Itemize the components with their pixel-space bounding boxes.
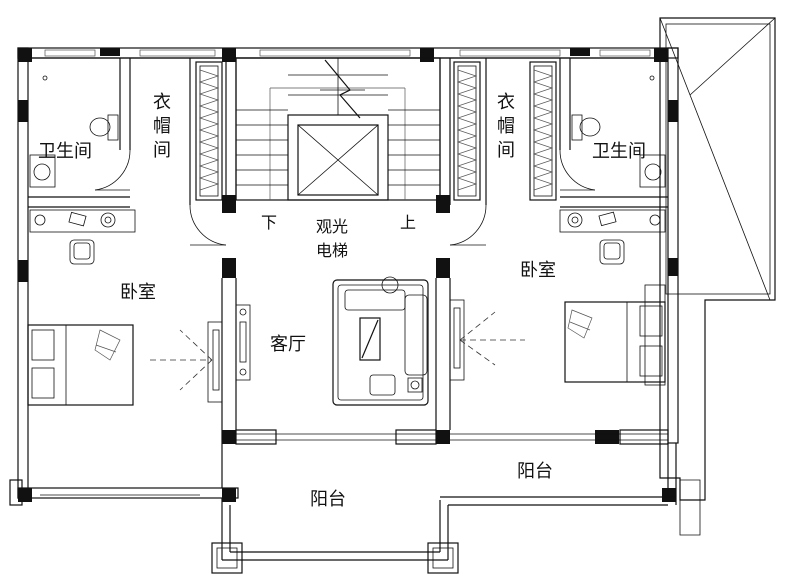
label-bedroom-left: 卧室 [120, 282, 156, 303]
doors [94, 149, 596, 246]
label-bath-right: 卫生间 [592, 141, 646, 162]
windows-top [44, 49, 651, 57]
balcony-railings [211, 443, 677, 574]
wardrobe-right-closet-2 [529, 61, 557, 201]
label-bedroom-right: 卧室 [520, 260, 556, 281]
label-wardrobe-left-2: 帽 [153, 116, 171, 137]
label-wardrobe-right-2: 帽 [497, 116, 515, 137]
left-bedroom-bed [27, 324, 134, 406]
label-wardrobe-left-3: 间 [153, 140, 171, 161]
roof-right [659, 17, 776, 536]
label-stair-down: 下 [261, 213, 277, 232]
room-labels: 卫生间 卫生间 衣 帽 间 衣 帽 间 卧室 卧室 客厅 观光 电梯 下 上 阳… [38, 92, 646, 510]
living-tv-unit [235, 304, 251, 381]
right-bedroom-desk [559, 209, 666, 265]
left-bathroom-fixtures [29, 75, 119, 188]
left-bedroom-window-view [150, 321, 223, 403]
label-elevator-2: 电梯 [316, 241, 348, 260]
right-bedroom-bed [564, 301, 666, 383]
outer-walls [9, 47, 679, 506]
right-bedroom-window-view [449, 284, 666, 386]
label-stair-up: 上 [400, 213, 416, 232]
right-bathroom-fixtures [571, 75, 666, 188]
label-elevator-1: 观光 [316, 217, 348, 236]
living-sofa-set [332, 276, 429, 406]
wardrobe-right-closet [453, 61, 481, 201]
elevator-shaft [287, 114, 389, 201]
wardrobe-left-closet [195, 61, 223, 201]
label-balcony-right: 阳台 [517, 461, 553, 482]
label-wardrobe-right-1: 衣 [497, 92, 515, 113]
label-living: 客厅 [270, 334, 306, 355]
label-balcony-left: 阳台 [310, 489, 346, 510]
staircase [235, 57, 441, 201]
label-bath-left: 卫生间 [38, 141, 92, 162]
label-wardrobe-left-1: 衣 [153, 92, 171, 113]
label-wardrobe-right-3: 间 [497, 140, 515, 161]
left-bedroom-desk [29, 209, 136, 265]
